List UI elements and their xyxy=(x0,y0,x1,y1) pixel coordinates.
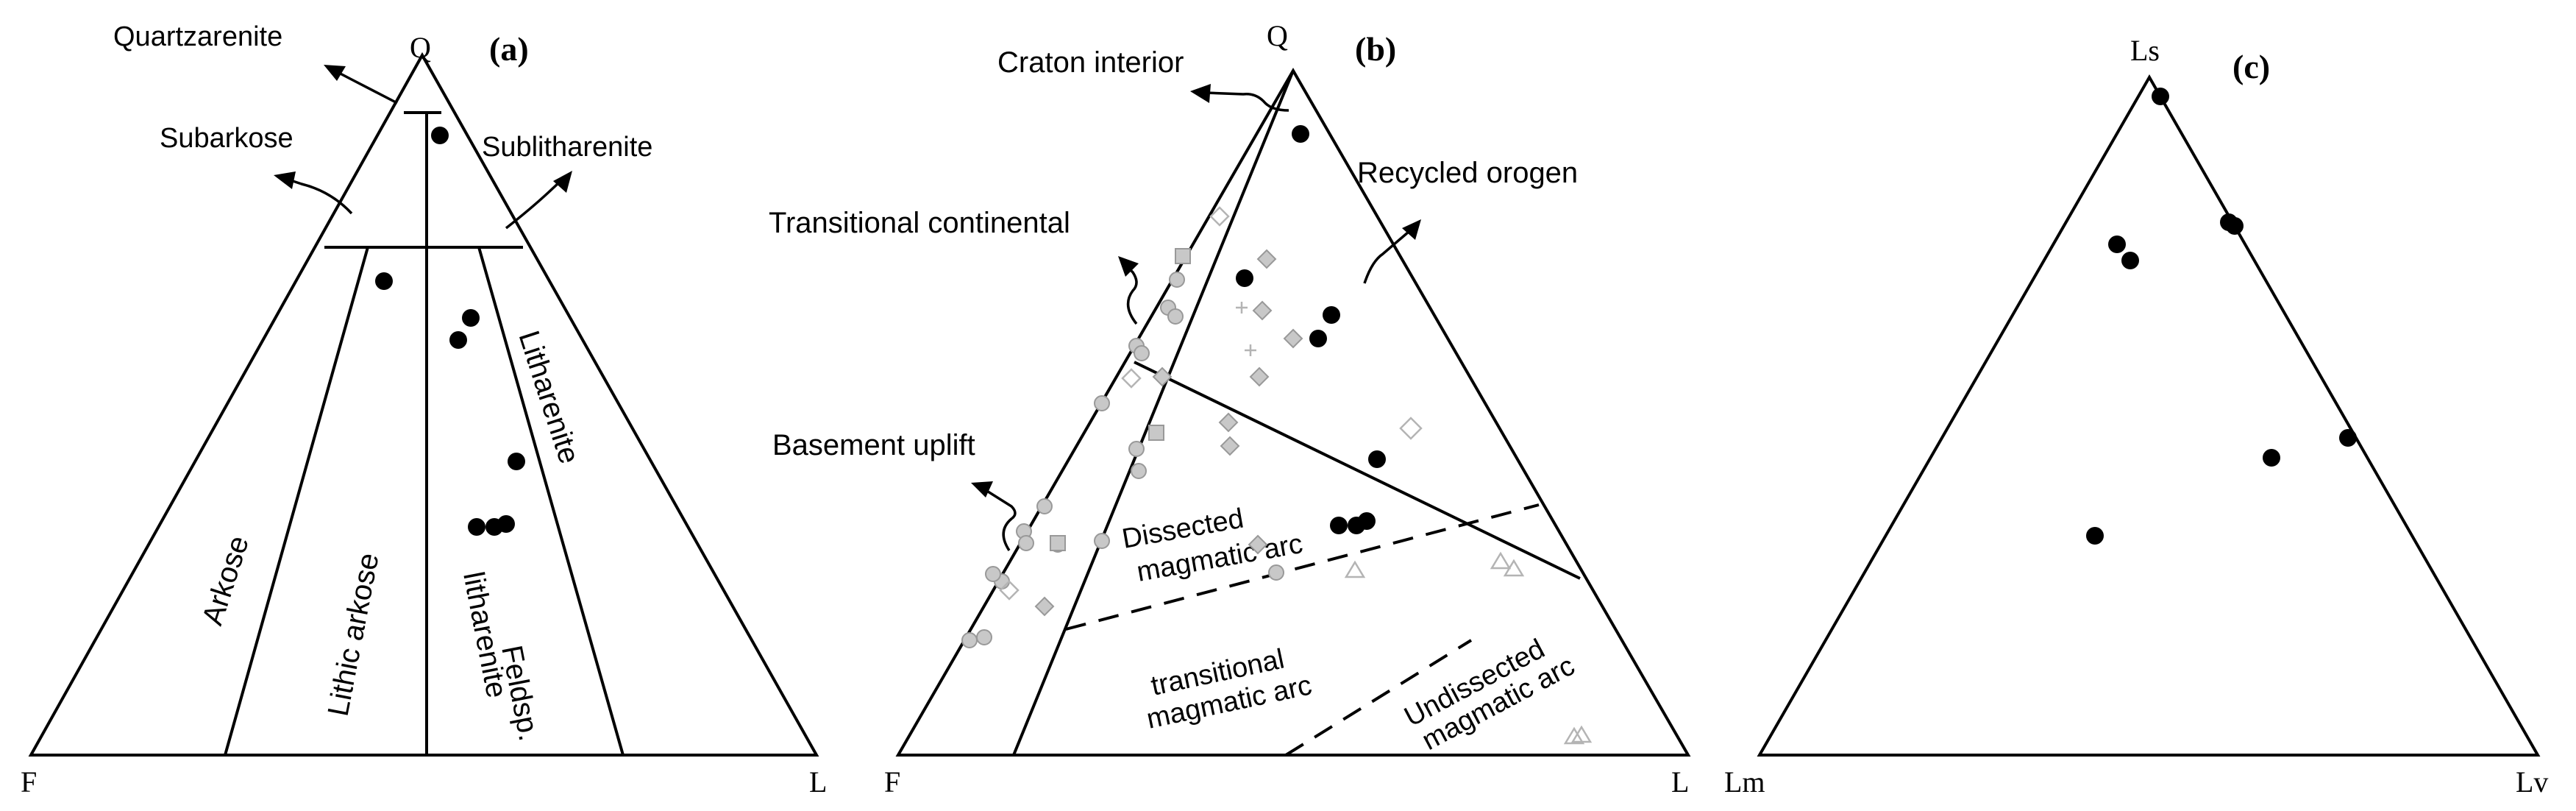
panel-c-sample-point xyxy=(2121,252,2139,269)
panel-b-sample-point xyxy=(1309,330,1327,347)
field-label-craton-interior: Craton interior xyxy=(997,46,1184,79)
panel-b-sample-point xyxy=(1323,306,1340,324)
panel-c-sample-point xyxy=(2226,217,2244,235)
panel-c-lithic-ternary: (c) Ls Lm Lv xyxy=(1724,34,2548,798)
field-label-transitional-continental: Transitional continental xyxy=(769,207,1070,239)
field-label-quartzarenite: Quartzarenite xyxy=(113,21,282,52)
panel-b-sample-point xyxy=(1368,450,1386,468)
panel-a-sample-point xyxy=(497,515,515,533)
field-label-sublitharenite: Sublitharenite xyxy=(482,132,652,163)
panel-b-triangle xyxy=(895,68,1691,757)
panel-b-reference-open-symbols xyxy=(999,206,1593,745)
panel-a-vertex-f: F xyxy=(21,765,37,798)
panel-b-vertex-q: Q xyxy=(1267,19,1288,52)
panel-c-triangle xyxy=(1757,74,2541,757)
panel-b-provenance-qfl: (b) Q F L Craton interior Transitional c… xyxy=(769,19,1691,798)
panel-c-sample-point xyxy=(2086,527,2104,545)
field-label-litharenite: Litharenite xyxy=(512,327,586,467)
panel-c-sample-point xyxy=(2339,429,2357,447)
panel-c-sample-point xyxy=(2152,88,2169,105)
panel-a-sample-point xyxy=(462,309,480,327)
field-label-arkose: Arkose xyxy=(196,532,255,629)
field-label-recycled-orogen: Recycled orogen xyxy=(1357,157,1578,189)
panel-c-sample-point xyxy=(2263,449,2280,467)
panel-a-sample-point xyxy=(375,272,393,290)
panel-c-label: (c) xyxy=(2232,48,2270,85)
panel-b-sample-point xyxy=(1236,269,1253,287)
field-label-lithic-arkose: Lithic arkose xyxy=(322,550,385,719)
panel-b-vertex-l: L xyxy=(1671,765,1689,798)
panel-c-sample-point xyxy=(2108,235,2126,253)
panel-a-qfl-classification: (a) Q F L Quartzarenite Subarkose Sublit… xyxy=(21,21,827,798)
panel-a-triangle xyxy=(28,52,819,757)
panel-a-vertex-q: Q xyxy=(410,31,431,64)
panel-a-vertex-l: L xyxy=(809,765,827,798)
field-label-feldsp-2: litharenite xyxy=(457,569,513,701)
field-label-basement-uplift: Basement uplift xyxy=(772,429,975,461)
panel-c-vertex-lv: Lv xyxy=(2516,765,2548,798)
field-label-subarkose: Subarkose xyxy=(160,123,293,154)
panel-b-sample-point xyxy=(1292,125,1309,143)
panel-a-sample-point xyxy=(508,453,525,470)
panel-b-vertex-f: F xyxy=(884,765,900,798)
panel-a-sample-point xyxy=(468,518,485,536)
panel-a-sample-point xyxy=(431,127,449,144)
panel-b-reference-points xyxy=(961,248,1303,648)
panel-b-sample-point xyxy=(1358,512,1376,530)
panel-b-label: (b) xyxy=(1355,30,1396,68)
panel-a-sample-point xyxy=(449,331,467,349)
panel-c-vertex-ls: Ls xyxy=(2130,34,2160,67)
panel-b-sample-point xyxy=(1330,517,1348,534)
panel-a-label: (a) xyxy=(489,30,529,68)
panel-c-vertex-lm: Lm xyxy=(1724,765,1765,798)
